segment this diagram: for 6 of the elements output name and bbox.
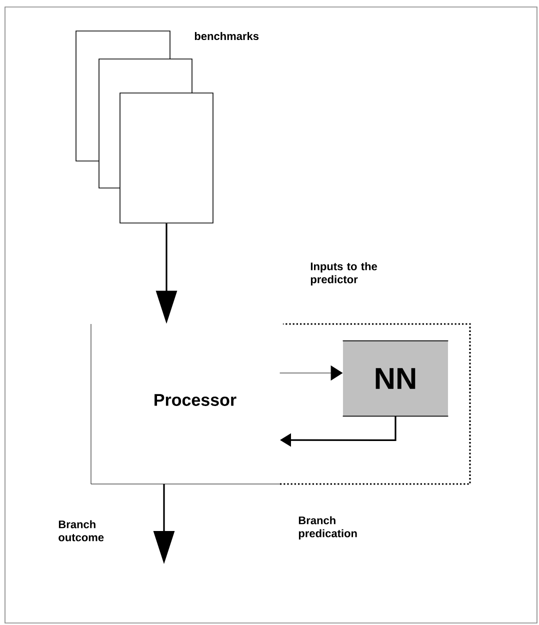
node-label: benchmarks — [194, 32, 259, 40]
label: Branch predication — [298, 516, 357, 540]
nn-box: NN — [342, 340, 449, 417]
document-stack: benchmarks — [76, 30, 259, 224]
label: Branch outcome — [58, 520, 104, 542]
label: Inputs to the predictor — [310, 262, 378, 286]
